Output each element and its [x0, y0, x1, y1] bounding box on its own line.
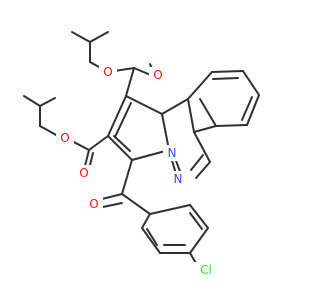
bond: [187, 98, 195, 133]
bond: [212, 77, 239, 80]
bond: [141, 227, 161, 254]
atom-label-oxygen: O: [103, 65, 112, 79]
bond: [141, 213, 151, 229]
bond: [189, 204, 209, 229]
bond: [187, 71, 213, 100]
molecule-structure-drawing: O O O O N N O Cl: [23, 31, 260, 278]
atom-label-nitrogen: N: [174, 172, 183, 186]
atom-label-nitrogen: N: [168, 146, 177, 160]
bond: [161, 98, 189, 115]
atom-label-oxygen: O: [79, 166, 88, 180]
bond: [211, 70, 244, 73]
bond: [89, 31, 109, 43]
bond: [199, 98, 217, 127]
bond: [71, 31, 91, 43]
bond: [149, 204, 191, 215]
bond: [39, 97, 56, 107]
bond: [195, 161, 211, 179]
bond: [190, 154, 204, 171]
bonds: [23, 31, 260, 271]
bond: [88, 135, 109, 151]
bond: [215, 124, 248, 127]
bond: [107, 135, 133, 161]
atom-label-oxygen: O: [60, 131, 69, 145]
bond: [241, 96, 253, 121]
bond: [131, 149, 170, 161]
bond: [107, 95, 127, 137]
atom-label-chlorine: Cl: [200, 263, 212, 277]
bond: [23, 95, 41, 107]
atom-labels: O O O O N N O Cl: [56, 64, 219, 278]
bond: [189, 227, 209, 254]
bond: [39, 125, 59, 137]
bond: [125, 95, 163, 115]
bond: [121, 159, 133, 195]
atom-label-oxygen: O: [89, 197, 98, 211]
bond: [193, 131, 211, 163]
bond: [113, 135, 131, 152]
bond: [114, 102, 132, 138]
bond: [193, 125, 217, 133]
bond: [161, 113, 170, 151]
bond: [189, 212, 203, 230]
bond: [121, 193, 151, 215]
bond: [125, 67, 135, 97]
bond: [242, 70, 260, 96]
bond: [146, 228, 158, 246]
bond: [246, 94, 260, 126]
atom-label-oxygen: O: [153, 68, 162, 82]
